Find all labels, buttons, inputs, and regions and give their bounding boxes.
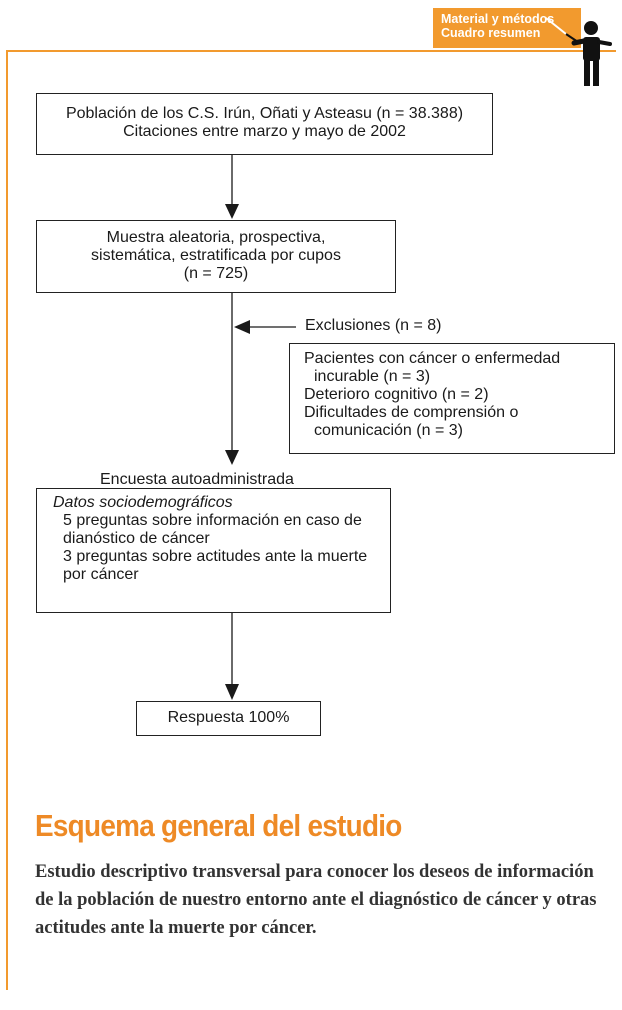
survey-line-2: 5 preguntas sobre información en caso de [63,512,362,529]
response-box: Respuesta 100% [136,701,321,736]
exclusions-line-4: Dificultades de comprensión o [304,404,519,421]
exclusions-line-2: incurable (n = 3) [314,368,431,385]
presenter-figure-icon [545,17,612,86]
tag-line-2: Cuadro resumen [441,26,541,40]
arrowhead-1 [225,204,239,219]
frame-left-border [6,50,8,990]
survey-box: Datos sociodemográficos 5 preguntas sobr… [36,488,391,613]
section-tag: Material y métodos Cuadro resumen [433,8,581,48]
survey-label: Encuesta autoadministrada [100,471,294,488]
exclusions-label: Exclusiones (n = 8) [305,317,442,334]
sample-line-1: Muestra aleatoria, prospectiva, [106,229,326,246]
exclusions-line-5: comunicación (n = 3) [314,422,463,439]
section-title: Esquema general del estudio [35,808,402,843]
survey-line-4: 3 preguntas sobre actitudes ante la muer… [63,548,368,565]
arrowhead-2 [225,450,239,465]
survey-line-5: por cáncer [63,566,139,583]
survey-line-1: Datos sociodemográficos [53,494,233,511]
population-box: Población de los C.S. Irún, Oñati y Aste… [36,93,493,155]
exclusions-line-3: Deterioro cognitivo (n = 2) [304,386,489,403]
exclusion-arrowhead [234,320,250,334]
frame-top-border [6,50,616,52]
arrowhead-3 [225,684,239,700]
response-text: Respuesta 100% [167,709,290,726]
section-description: Estudio descriptivo transversal para con… [35,862,597,938]
population-line-1: Población de los C.S. Irún, Oñati y Aste… [65,105,464,122]
exclusions-box: Pacientes con cáncer o enfermedad incura… [289,343,615,454]
tag-line-1: Material y métodos [441,12,555,26]
exclusions-line-1: Pacientes con cáncer o enfermedad [304,350,561,367]
population-line-2: Citaciones entre marzo y mayo de 2002 [123,123,406,140]
sample-box: Muestra aleatoria, prospectiva, sistemát… [36,220,396,293]
sample-line-3: (n = 725) [183,265,249,282]
sample-line-2: sistemática, estratificada por cupos [91,247,341,264]
survey-line-3: dianóstico de cáncer [63,530,210,547]
